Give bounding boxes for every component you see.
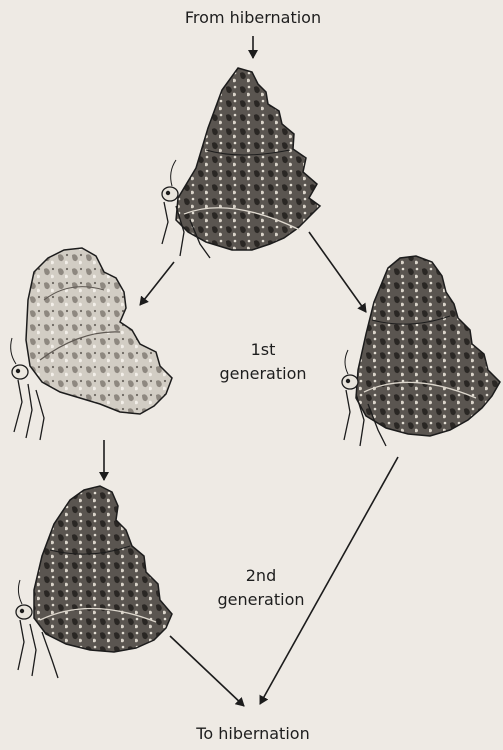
butterfly-1st-gen-light-icon — [11, 248, 172, 440]
label-from-hibernation: From hibernation — [170, 6, 336, 30]
label-1st-generation-word: generation — [198, 362, 328, 386]
label-to-hibernation: To hibernation — [170, 722, 336, 746]
label-2nd-generation: 2nd generation — [196, 564, 326, 612]
arrow-2nd-gen-to-hibernation — [170, 636, 244, 706]
label-1st-generation: 1st generation — [198, 338, 328, 386]
butterfly-overwintered-icon — [162, 68, 320, 258]
arrow-to-1st-gen-right — [309, 232, 366, 312]
butterfly-2nd-gen-icon — [16, 486, 172, 678]
butterfly-1st-gen-dark-icon — [342, 256, 500, 446]
label-1st-generation-ordinal: 1st — [198, 338, 328, 362]
label-2nd-generation-ordinal: 2nd — [196, 564, 326, 588]
arrow-to-1st-gen-left — [140, 262, 174, 305]
label-2nd-generation-word: generation — [196, 588, 326, 612]
